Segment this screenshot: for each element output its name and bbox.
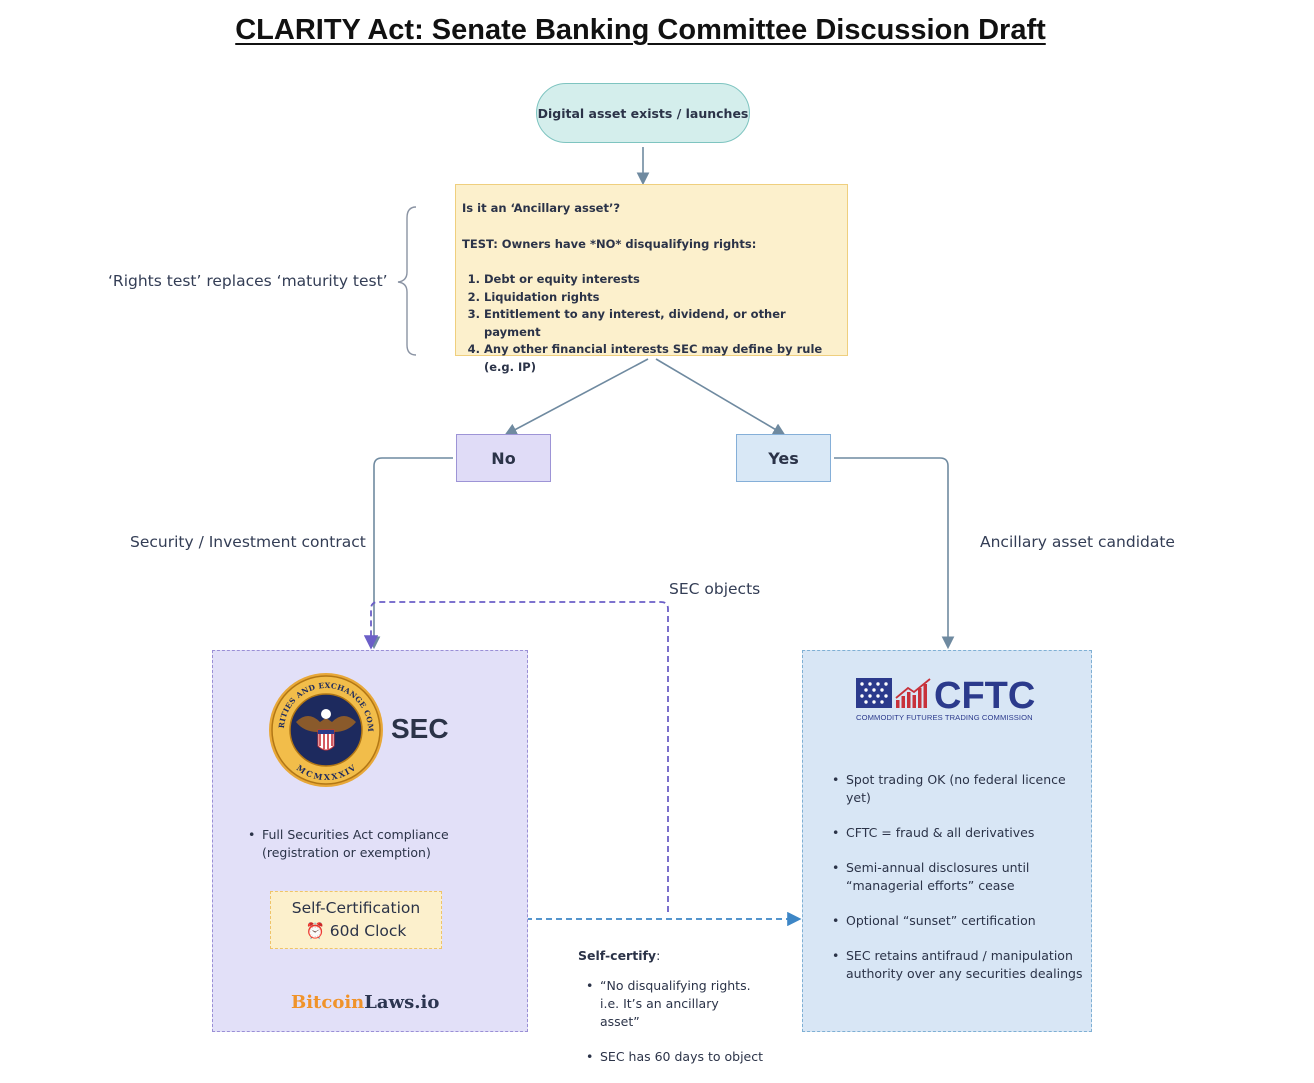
cftc-logo-text: CFTC: [934, 676, 1035, 710]
sec-bullet-list: Full Securities Act compliance (registra…: [248, 826, 462, 862]
self-certification-box: Self-Certification ⏰ 60d Clock: [270, 891, 442, 949]
ancillary-edge-label: Ancillary asset candidate: [980, 533, 1175, 551]
arrow-test-to-yes: [655, 358, 786, 436]
brand-part-2: Laws.io: [364, 992, 440, 1013]
arrow-sec-objects: [363, 601, 669, 912]
sec-seal-icon: U.S. SECURITIES AND EXCHANGE COMMISSION …: [268, 672, 383, 787]
selfcert-label: Self-Certification: [291, 899, 421, 917]
start-node: Digital asset exists / launches: [536, 83, 750, 143]
list-item: Liquidation rights: [484, 289, 841, 307]
arrow-test-to-no: [504, 358, 649, 436]
self-certify-heading-suffix: :: [656, 948, 661, 963]
ancillary-test-box: Is it an ‘Ancillary asset’? TEST: Owners…: [455, 184, 848, 374]
list-item: Any other financial interests SEC may de…: [484, 341, 841, 376]
cftc-bullet-list: Spot trading OK (no federal licence yet)…: [832, 771, 1083, 1000]
list-item: Full Securities Act compliance (registra…: [248, 826, 462, 862]
list-item: “No disqualifying rights. i.e. It’s an a…: [578, 977, 760, 1031]
brand-part-1: Bitcoin: [291, 992, 365, 1013]
list-item: Debt or equity interests: [484, 271, 841, 289]
test-question: Is it an ‘Ancillary asset’?: [462, 201, 621, 215]
list-item: SEC retains antifraud / manipulation aut…: [832, 947, 1086, 983]
test-criteria-line: TEST: Owners have *NO* disqualifying rig…: [462, 237, 757, 251]
arrow-yes-to-cftc: [834, 457, 955, 650]
bitcoinlaws-logo: BitcoinLaws.io: [291, 992, 439, 1013]
list-item: Spot trading OK (no federal licence yet): [832, 771, 1082, 807]
list-item: SEC has 60 days to object: [578, 1048, 778, 1066]
self-certify-heading: Self-certify:: [578, 948, 778, 963]
cftc-logo: CFTC COMMODITY FUTURES TRADING COMMISSIO…: [856, 676, 1056, 726]
sec-title: SEC: [391, 713, 449, 744]
security-edge-label: Security / Investment contract: [130, 533, 366, 551]
list-item: Entitlement to any interest, dividend, o…: [484, 306, 841, 341]
list-item: Semi-annual disclosures until “manageria…: [832, 859, 1046, 895]
selfcert-clock: ⏰ 60d Clock: [305, 922, 407, 940]
cftc-logo-subtitle: COMMODITY FUTURES TRADING COMMISSION: [856, 713, 1033, 722]
cftc-flag-chart-icon: CFTC: [856, 676, 1035, 710]
no-node: No: [456, 434, 551, 482]
rights-test-brace: [397, 206, 417, 356]
arrow-no-to-sec: [367, 457, 453, 650]
list-item: CFTC = fraud & all derivatives: [832, 824, 1082, 842]
list-item: Optional “sunset” certification: [832, 912, 1082, 930]
rights-test-label: ‘Rights test’ replaces ‘maturity test’: [108, 272, 388, 290]
page-title: CLARITY Act: Senate Banking Committee Di…: [235, 14, 1046, 46]
disqualifying-rights-list: Debt or equity interests Liquidation rig…: [462, 271, 841, 376]
self-certify-heading-text: Self-certify: [578, 948, 657, 963]
sec-objects-label: SEC objects: [669, 580, 761, 598]
yes-node: Yes: [736, 434, 831, 482]
self-certify-note: Self-certify: “No disqualifying rights. …: [578, 948, 778, 1083]
